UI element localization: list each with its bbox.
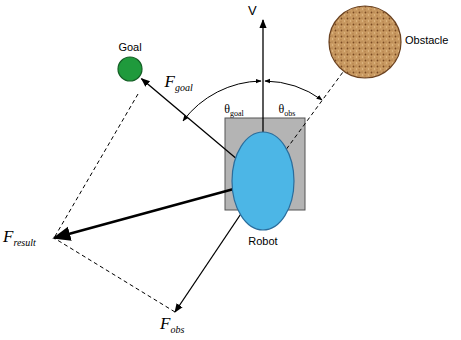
force-label: Fresult [3,228,36,245]
parallelogram-line [54,94,138,238]
node-shape [329,6,401,78]
node-shape [232,132,294,230]
goal-angle-arc [183,81,261,121]
node-shape [118,57,142,81]
velocity-label: V [248,4,257,17]
angle-label: θobs [279,100,296,116]
obstacle-angle-arc [265,81,322,100]
angle-label: θgoal [224,100,244,116]
force-label: Fobs [160,315,184,332]
node-label: Robot [231,234,295,248]
resultant-force-arrow [54,181,263,238]
parallelogram-line [54,238,175,312]
robot-body [231,131,295,231]
force-label: Fgoal [165,73,193,90]
node-label: Goal [117,40,143,54]
force-arrow [141,79,235,158]
obstacle-node: Obstacle [328,5,448,79]
node-outline [328,5,402,79]
dashed-direction-line [286,71,343,149]
node-label: Obstacle [405,33,448,47]
goal-node: Goal [117,40,143,82]
robot-node: Robot [231,131,295,248]
node-outline [117,56,143,82]
